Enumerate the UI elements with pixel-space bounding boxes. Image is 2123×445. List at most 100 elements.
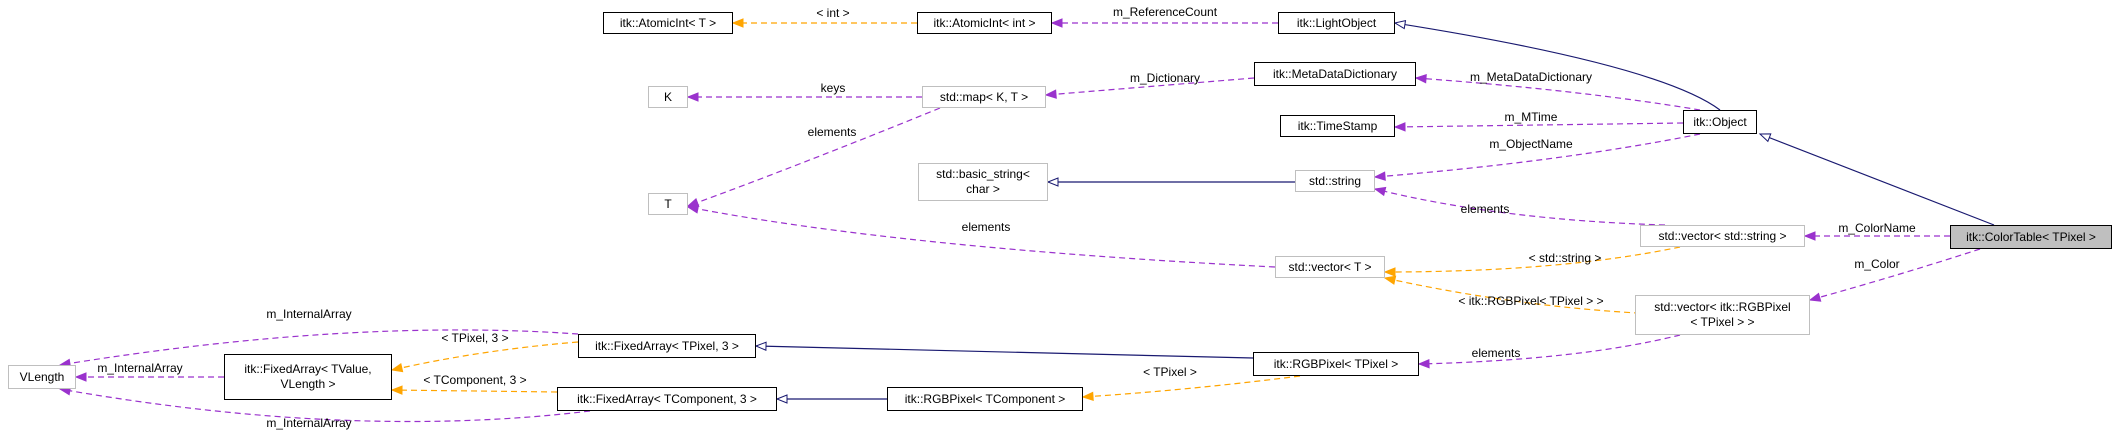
edge-arrowhead — [1414, 74, 1427, 84]
edge-label: < int > — [816, 6, 849, 20]
edge-e-keys: keys — [686, 81, 922, 102]
edge-e-template-int: < int > — [731, 6, 917, 28]
edge-line — [1045, 77, 1255, 96]
node-fixed-tcomp[interactable]: itk::FixedArray< TComponent, 3 > — [557, 387, 777, 411]
edge-label: m_ColorName — [1838, 221, 1916, 235]
edge-arrowhead — [1081, 391, 1094, 402]
edge-arrowhead — [686, 92, 699, 102]
edge-e-tmpl-string: < std::string > — [1383, 246, 1681, 277]
edge-label: m_Dictionary — [1130, 71, 1200, 85]
node-lightobject[interactable]: itk::LightObject — [1278, 12, 1395, 34]
edge-arrowhead — [731, 18, 744, 28]
edge-line — [391, 389, 558, 393]
node-fixed-tvalue[interactable]: itk::FixedArray< TValue, VLength > — [224, 354, 392, 400]
edge-arrowhead — [1046, 177, 1059, 187]
edge-e-tmpl-tcomp3: < TComponent, 3 > — [390, 373, 558, 395]
edge-label: < TComponent, 3 > — [423, 373, 526, 387]
node-atomic-int[interactable]: itk::AtomicInt< int > — [917, 12, 1052, 34]
edge-e-vecT-T: elements — [686, 204, 1276, 268]
edge-e-mtime: m_MTime — [1393, 110, 1684, 132]
node-vec-T[interactable]: std::vector< T > — [1275, 256, 1385, 278]
edge-label: m_ObjectName — [1489, 137, 1573, 151]
node-vec-string[interactable]: std::vector< std::string > — [1640, 225, 1805, 247]
edge-e-metadict: m_MetaDataDictionary — [1414, 70, 1701, 111]
edge-arrowhead — [1808, 292, 1822, 302]
edge-line — [687, 107, 941, 207]
edge-arrowhead — [754, 341, 767, 351]
edge-line — [391, 341, 579, 371]
edge-line — [1809, 248, 1981, 301]
edge-label: m_InternalArray — [266, 416, 351, 430]
edge-arrowhead — [390, 385, 403, 395]
edge-line — [687, 206, 1276, 268]
edge-arrowhead — [1803, 231, 1816, 241]
edge-arrowhead — [1417, 359, 1430, 369]
edge-e-colorname: m_ColorName — [1803, 221, 1950, 241]
edge-arrowhead — [74, 372, 87, 382]
edge-arrowhead — [775, 394, 788, 404]
edge-label: < TPixel > — [1143, 365, 1197, 379]
edge-label: elements — [808, 125, 857, 139]
edge-arrowhead — [1373, 171, 1386, 181]
edge-arrowhead — [1393, 19, 1407, 30]
edge-label: m_MetaDataDictionary — [1470, 70, 1592, 84]
edge-line — [1394, 22, 1721, 111]
edge-label: m_MTime — [1505, 110, 1558, 124]
edge-e-ct-object — [1758, 133, 1995, 226]
node-K[interactable]: K — [648, 86, 688, 108]
edge-line — [1394, 122, 1684, 128]
edge-arrowhead — [1383, 267, 1396, 277]
edge-e-obj-light — [1393, 19, 1721, 111]
edge-label: m_InternalArray — [97, 361, 182, 375]
edge-label: < std::string > — [1529, 251, 1602, 265]
edge-arrowhead — [1373, 186, 1387, 197]
edge-arrowhead — [390, 363, 404, 373]
edge-arrowhead — [1044, 89, 1057, 99]
edge-arrowhead — [686, 204, 700, 214]
edge-e-rgbc-fixedc — [775, 394, 887, 404]
edge-arrowhead — [1393, 122, 1406, 132]
edge-line — [1415, 77, 1701, 111]
node-timestamp[interactable]: itk::TimeStamp — [1280, 115, 1395, 137]
edge-label: keys — [821, 81, 846, 95]
node-string[interactable]: std::string — [1295, 170, 1375, 192]
edge-label: elements — [962, 220, 1011, 234]
edge-e-vecstr-str: elements — [1373, 186, 1666, 226]
node-T[interactable]: T — [648, 193, 688, 215]
node-rgb-tpixel[interactable]: itk::RGBPixel< TPixel > — [1253, 352, 1419, 376]
edge-e-int-top: m_InternalArray — [58, 307, 579, 368]
edge-label: elements — [1472, 346, 1521, 360]
edge-e-vecrgb-rgb: elements — [1417, 334, 1681, 369]
edge-arrowhead — [1383, 275, 1397, 285]
edge-e-refcount: m_ReferenceCount — [1050, 5, 1278, 28]
node-object[interactable]: itk::Object — [1683, 110, 1757, 134]
edge-label: m_InternalArray — [266, 307, 351, 321]
edge-label: m_Color — [1854, 257, 1899, 271]
edge-line — [755, 345, 1254, 359]
node-colortable[interactable]: itk::ColorTable< TPixel > — [1950, 225, 2112, 249]
node-atomic-T[interactable]: itk::AtomicInt< T > — [603, 12, 733, 34]
edge-line — [1374, 188, 1666, 226]
node-vec-rgb[interactable]: std::vector< itk::RGBPixel < TPixel > > — [1635, 295, 1810, 335]
edge-line — [1384, 246, 1681, 273]
edge-e-tmpl-tpixel: < TPixel > — [1081, 365, 1301, 402]
edge-e-color: m_Color — [1808, 248, 1981, 302]
edge-e-dictionary: m_Dictionary — [1044, 71, 1255, 99]
node-basic-string[interactable]: std::basic_string< char > — [918, 163, 1048, 201]
edge-e-tmpl-rgb: < itk::RGBPixel< TPixel > > — [1383, 275, 1681, 316]
edge-label: elements — [1461, 202, 1510, 216]
node-metadict[interactable]: itk::MetaDataDictionary — [1254, 62, 1416, 86]
node-rgb-tcomp[interactable]: itk::RGBPixel< TComponent > — [887, 387, 1083, 411]
edge-arrowhead — [1050, 18, 1063, 28]
edge-label: m_ReferenceCount — [1113, 5, 1218, 19]
node-vlength[interactable]: VLength — [8, 365, 76, 389]
edge-label: < itk::RGBPixel< TPixel > > — [1458, 294, 1603, 308]
node-fixed-tpixel[interactable]: itk::FixedArray< TPixel, 3 > — [578, 334, 756, 358]
node-map[interactable]: std::map< K, T > — [922, 86, 1046, 108]
edge-line — [1374, 133, 1701, 178]
edge-arrowhead — [1758, 133, 1772, 143]
edge-e-map-T: elements — [686, 107, 941, 207]
edge-line — [1082, 375, 1301, 398]
